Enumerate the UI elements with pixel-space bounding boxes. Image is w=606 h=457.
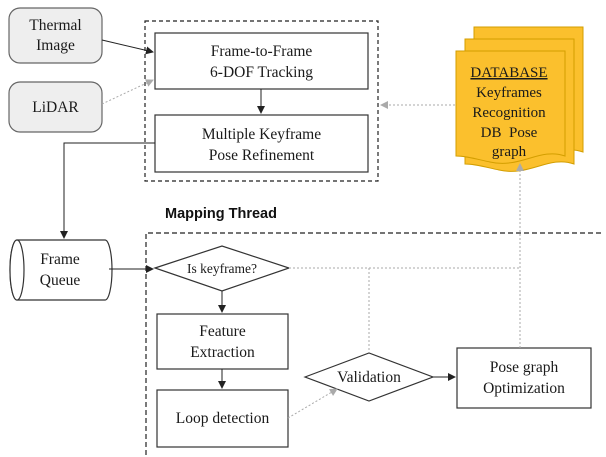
pose-graph-optimization-box: Pose graph Optimization — [456, 347, 592, 409]
database-line-4: graph — [492, 144, 527, 160]
database-line-2: Recognition — [472, 105, 546, 121]
database-line-1: Keyframes — [476, 85, 542, 101]
database-doc-front — [455, 50, 566, 164]
validation-decision: Validation — [303, 352, 435, 402]
thermal-image-label-2: Image — [36, 37, 75, 54]
lidar-label: LiDAR — [32, 99, 79, 116]
loop-detection-box: Loop detection — [156, 389, 289, 448]
frame-queue-label-2: Queue — [40, 272, 81, 289]
database-title: DATABASE — [470, 65, 547, 81]
thermal-image-box: Thermal Image — [8, 7, 103, 64]
feature-extraction-box: Feature Extraction — [156, 313, 289, 370]
arrow-lidar-to-tracking — [101, 79, 154, 105]
arrow-thermal-to-tracking — [101, 39, 154, 55]
database-stack: DATABASE Keyframes Recognition DB Pose g… — [455, 26, 584, 172]
feature-extraction-label-2: Extraction — [190, 344, 255, 361]
keyframe-refinement-label-2: Pose Refinement — [209, 147, 315, 164]
is-keyframe-label: Is keyframe? — [187, 261, 257, 276]
database-line-3: DB Pose — [481, 125, 538, 141]
feature-extraction-label-1: Feature — [199, 323, 246, 340]
keyframe-pose-refinement-box: Multiple Keyframe Pose Refinement — [154, 114, 369, 173]
validation-label: Validation — [337, 369, 401, 386]
thermal-image-label-1: Thermal — [29, 17, 82, 34]
loop-detection-label: Loop detection — [176, 410, 270, 427]
pose-graph-label-2: Optimization — [483, 380, 565, 397]
mapping-thread-frame — [145, 232, 604, 455]
arrow-refinement-to-frame-queue — [60, 142, 155, 239]
is-keyframe-decision: Is keyframe? — [153, 245, 291, 292]
frame-to-frame-label-2: 6-DOF Tracking — [210, 64, 313, 81]
frame-to-frame-label-1: Frame-to-Frame — [211, 43, 313, 60]
mapping-thread-title: Mapping Thread — [165, 206, 277, 222]
keyframe-refinement-label-1: Multiple Keyframe — [202, 126, 321, 143]
pose-graph-label-1: Pose graph — [490, 359, 559, 376]
lidar-box: LiDAR — [8, 81, 103, 133]
frame-queue-cylinder: Frame Queue — [9, 239, 113, 301]
arrow-loop-to-validation — [287, 388, 338, 419]
frame-queue-label-1: Frame — [40, 251, 80, 268]
frame-to-frame-tracking-box: Frame-to-Frame 6-DOF Tracking — [154, 32, 369, 90]
